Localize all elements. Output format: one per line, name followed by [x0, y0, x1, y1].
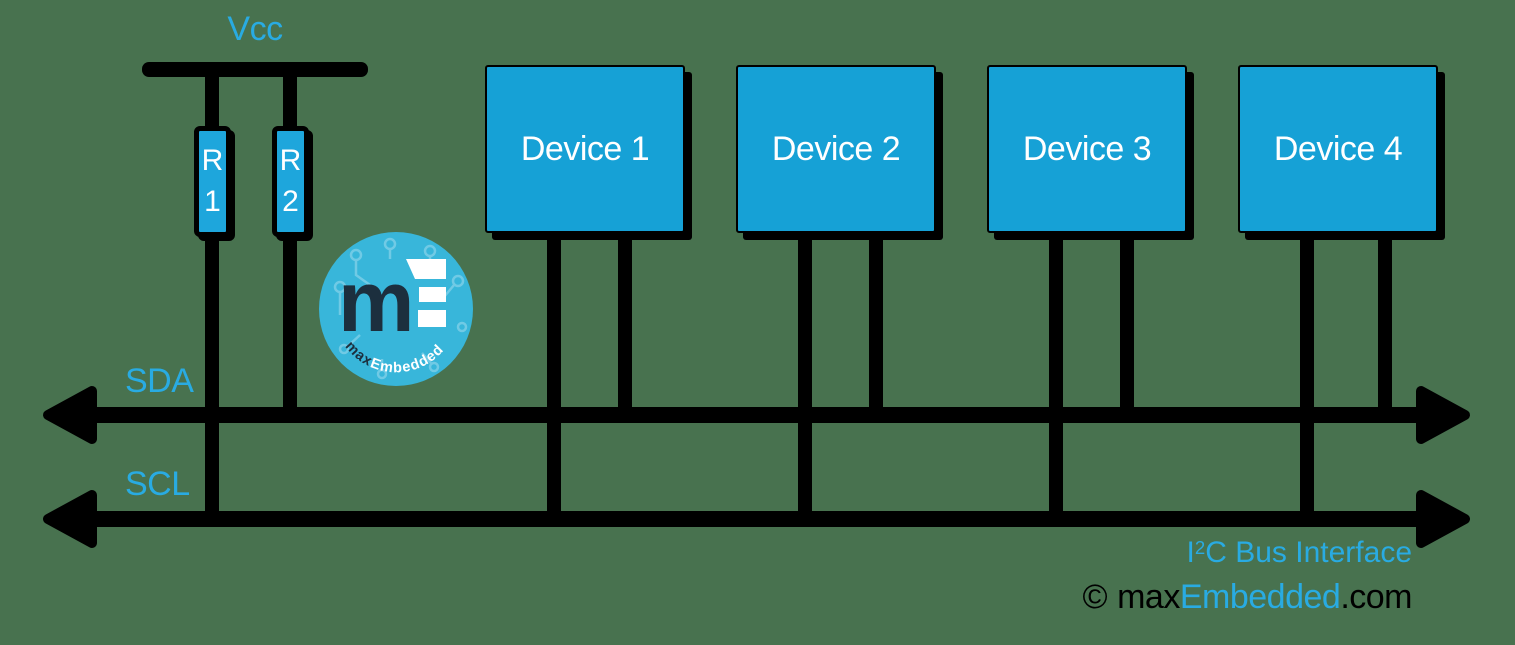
sda-label: SDA [125, 362, 194, 400]
scl-right-arrowhead-icon [1416, 490, 1470, 548]
device-box-3: Device 3 [987, 65, 1187, 233]
r2-bottom-lead-to-sda [283, 230, 297, 420]
r2-top-lead [283, 70, 297, 132]
resistor-r1-number: 1 [204, 184, 221, 218]
copyright-icon: © [1082, 578, 1108, 616]
device-label: Device 2 [771, 129, 901, 168]
device4-scl-leg [1300, 228, 1314, 524]
i2c-bus-title: I2C Bus Interface [1083, 536, 1412, 570]
vcc-label: Vcc [227, 10, 283, 48]
sda-left-arrowhead-icon [43, 386, 97, 444]
logo-e-monogram-icon [406, 259, 446, 327]
sda-right-arrowhead-icon [1416, 386, 1470, 444]
device4-sda-leg [1378, 228, 1392, 420]
scl-label: SCL [125, 465, 190, 503]
device-box-4: Device 4 [1238, 65, 1438, 233]
device3-scl-leg [1049, 228, 1063, 524]
resistor-r2-letter: R [279, 144, 302, 177]
footer: I2C Bus Interface ©maxEmbedded.com [1082, 536, 1413, 617]
resistor-r1-letter: R [201, 144, 224, 177]
vcc-rail [142, 62, 368, 77]
logo-m-monogram: m [338, 254, 414, 350]
device1-sda-leg [618, 228, 632, 420]
device3-sda-leg [1120, 228, 1134, 420]
brand-com: .com [1340, 578, 1412, 616]
device1-scl-leg [547, 228, 561, 524]
resistor-r2-number: 2 [282, 184, 299, 218]
device2-scl-leg [798, 228, 812, 524]
maxembedded-logo: m maxEmbedded [319, 232, 473, 386]
r1-top-lead [205, 70, 219, 132]
scl-bus-line [88, 511, 1425, 527]
copyright-line: ©maxEmbedded.com [1082, 578, 1413, 617]
device-label: Device 3 [1022, 129, 1152, 168]
resistor-r2: R 2 [272, 126, 309, 237]
brand-max: max [1117, 578, 1180, 616]
bus-title-rest: C Bus Interface [1205, 536, 1412, 569]
bus-title-i: I [1186, 536, 1195, 569]
brand-embedded: Embedded [1179, 578, 1341, 616]
device-label: Device 1 [520, 129, 650, 168]
device-label: Device 4 [1273, 129, 1403, 168]
r1-bottom-lead-to-scl [205, 230, 219, 524]
device-box-1: Device 1 [485, 65, 685, 233]
device-box-2: Device 2 [736, 65, 936, 233]
bus-title-sup-2: 2 [1194, 536, 1206, 558]
resistor-r1: R 1 [194, 126, 231, 237]
device2-sda-leg [869, 228, 883, 420]
scl-left-arrowhead-icon [43, 490, 97, 548]
sda-bus-line [88, 407, 1425, 423]
